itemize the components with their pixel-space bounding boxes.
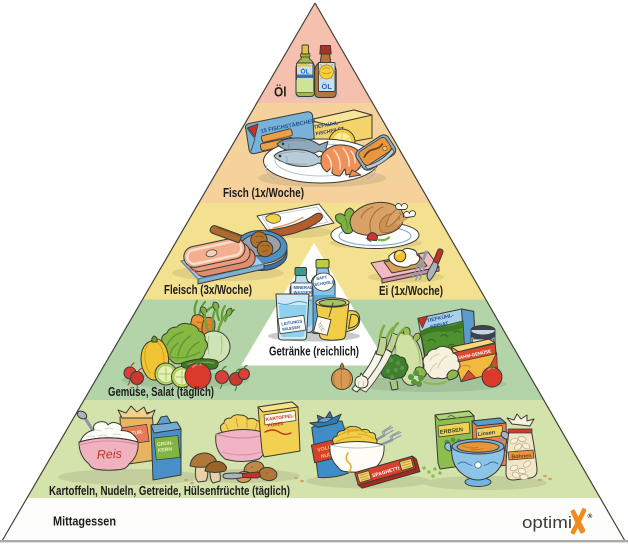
svg-text:MINERAL: MINERAL [294,285,314,290]
svg-text:Linsen: Linsen [478,430,497,438]
svg-text:Fleisch (3x/Woche): Fleisch (3x/Woche) [164,283,252,297]
svg-text:ERBSEN: ERBSEN [440,427,464,436]
svg-text:Bohnen: Bohnen [511,453,531,460]
svg-text:KARTOFFEL-: KARTOFFEL- [265,413,295,422]
svg-text:TIEFKÜHL-: TIEFKÜHL- [313,119,341,131]
svg-text:SPINAT: SPINAT [430,321,450,331]
svg-text:Getränke (reichlich): Getränke (reichlich) [269,345,359,359]
svg-text:ÖL: ÖL [301,67,310,76]
svg-text:WASSER: WASSER [294,290,312,295]
svg-text:KERN: KERN [158,447,173,454]
svg-text:WASSER: WASSER [282,324,301,331]
svg-text:TEE: TEE [315,322,325,334]
svg-text:optimi: optimi [522,513,572,532]
svg-text:®: ® [588,512,593,520]
svg-text:NATUR-: NATUR- [124,429,144,438]
svg-text:Gemüse, Salat (täglich): Gemüse, Salat (täglich) [108,385,214,399]
svg-text:SCHORLE: SCHORLE [314,279,335,287]
svg-text:Fisch (1x/Woche): Fisch (1x/Woche) [223,186,304,200]
svg-text:Öl: Öl [274,84,287,100]
svg-text:ÖL: ÖL [322,82,333,91]
svg-text:Kartoffeln, Nudeln, Getreide,: Kartoffeln, Nudeln, Getreide, Hülsenfrüc… [49,484,290,498]
svg-text:Mittagessen: Mittagessen [53,515,116,529]
svg-text:PÜREE: PÜREE [267,420,284,428]
svg-text:SAFT: SAFT [316,275,328,282]
svg-text:Reis: Reis [96,447,122,462]
svg-text:Ei (1x/Woche): Ei (1x/Woche) [379,284,443,298]
svg-text:GRÜN-: GRÜN- [156,439,173,448]
svg-text:LEITUNGS: LEITUNGS [281,319,303,327]
svg-text:FISCHFILET: FISCHFILET [315,126,345,137]
